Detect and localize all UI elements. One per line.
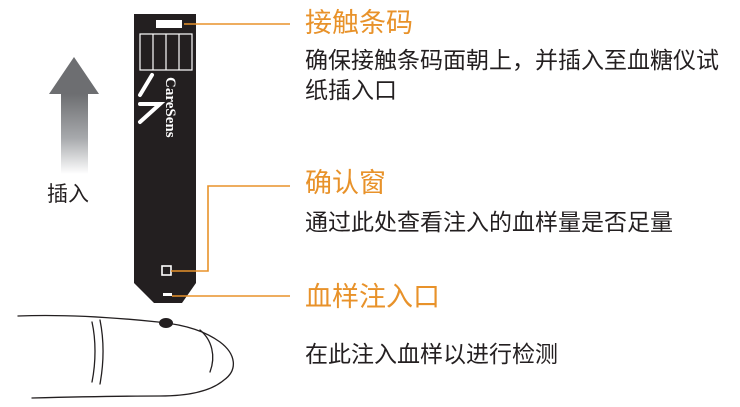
insert-arrow-icon (49, 57, 99, 174)
callout-contact-bars-title: 接触条码 (305, 8, 413, 39)
insert-label: 插入 (47, 182, 89, 206)
brand-logo-icon (138, 73, 166, 124)
callout-confirm-window-title: 确认窗 (305, 168, 386, 199)
test-strip (134, 14, 196, 303)
leader-confirm-window (171, 185, 290, 272)
callout-sample-inlet-title: 血样注入口 (305, 282, 440, 313)
strip-brand-text: CareSens (162, 77, 178, 138)
callout-contact-bars-desc: 确保接触条码面朝上，并插入至血糖仪试纸插入口 (305, 48, 719, 104)
blood-drop-icon (159, 318, 173, 328)
contact-bars-icon (139, 20, 193, 71)
sample-inlet-icon (163, 293, 172, 296)
leader-lines (171, 23, 290, 297)
finger-illustration (17, 314, 234, 399)
callout-confirm-window-desc: 通过此处查看注入的血样量是否足量 (305, 210, 673, 236)
callout-sample-inlet-desc: 在此注入血样以进行检测 (305, 342, 558, 368)
